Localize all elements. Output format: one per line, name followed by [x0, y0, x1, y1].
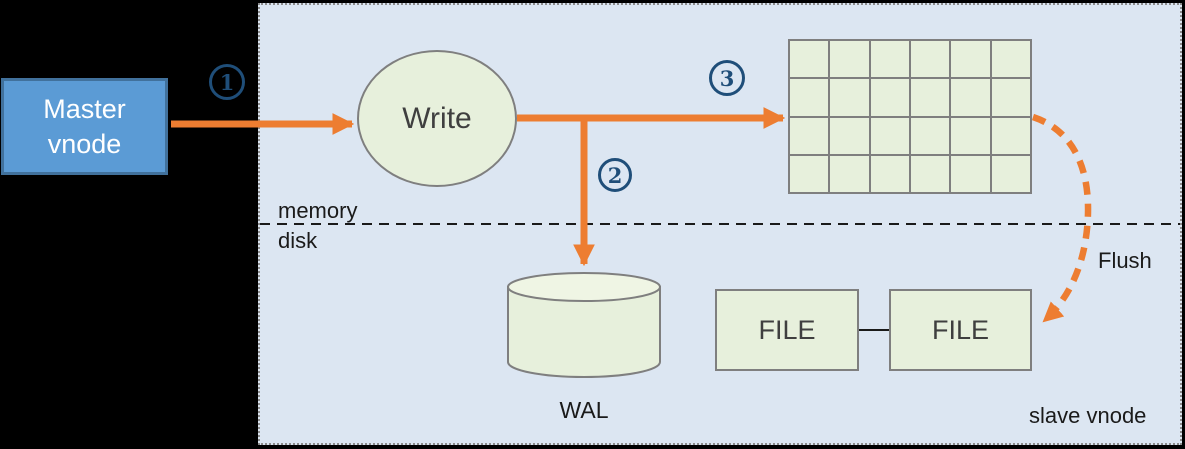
memtable-cell	[869, 116, 910, 155]
memtable-cell	[869, 154, 910, 193]
memory-label: memory	[278, 198, 358, 223]
file-node-2-label: FILE	[931, 314, 990, 345]
memtable-cell	[829, 40, 870, 79]
memtable-cell	[909, 78, 951, 117]
memtable-cell	[789, 154, 830, 193]
memtable-cell	[789, 40, 830, 79]
step-badge-1: 1	[209, 64, 245, 100]
memtable-grid	[788, 39, 1032, 194]
memtable-cell	[869, 40, 910, 79]
slave-vnode-label: slave vnode	[1029, 403, 1147, 428]
step-badge-3: 3	[709, 60, 745, 96]
memtable-cell	[990, 40, 1031, 79]
file-node-2: FILE	[889, 289, 1032, 371]
step-badge-1-number: 1	[219, 69, 235, 95]
memtable-cell	[909, 154, 951, 193]
memtable-cell	[829, 78, 870, 117]
step-badge-2-number: 2	[607, 162, 623, 188]
file-node-1-label: FILE	[758, 314, 816, 345]
write-node-label: Write	[402, 101, 472, 135]
memtable-cell	[950, 40, 991, 79]
master-vnode-label-line1: Master	[43, 93, 126, 124]
memtable-cell	[789, 116, 830, 155]
flush-label: Flush	[1098, 248, 1152, 273]
memtable-cell	[990, 78, 1031, 117]
memtable-cell	[950, 154, 991, 193]
memtable-cell	[990, 116, 1031, 155]
step-badge-3-number: 3	[719, 65, 735, 91]
memtable-cell	[869, 78, 910, 117]
write-node: Write	[357, 50, 517, 187]
memtable-cell	[829, 154, 870, 193]
memtable-cell	[829, 116, 870, 155]
memtable-cell	[990, 154, 1031, 193]
wal-label: WAL	[559, 397, 609, 423]
master-vnode-node: Master vnode	[1, 78, 168, 175]
memtable-cell	[789, 78, 830, 117]
memtable-cell	[909, 40, 951, 79]
memtable-cell	[909, 116, 951, 155]
disk-label: disk	[278, 228, 318, 253]
master-vnode-label-line2: vnode	[47, 128, 122, 159]
file-connector-line	[859, 329, 889, 331]
memtable-cell	[950, 78, 991, 117]
file-node-1: FILE	[715, 289, 859, 371]
step-badge-2: 2	[598, 158, 632, 192]
memtable-cell	[950, 116, 991, 155]
